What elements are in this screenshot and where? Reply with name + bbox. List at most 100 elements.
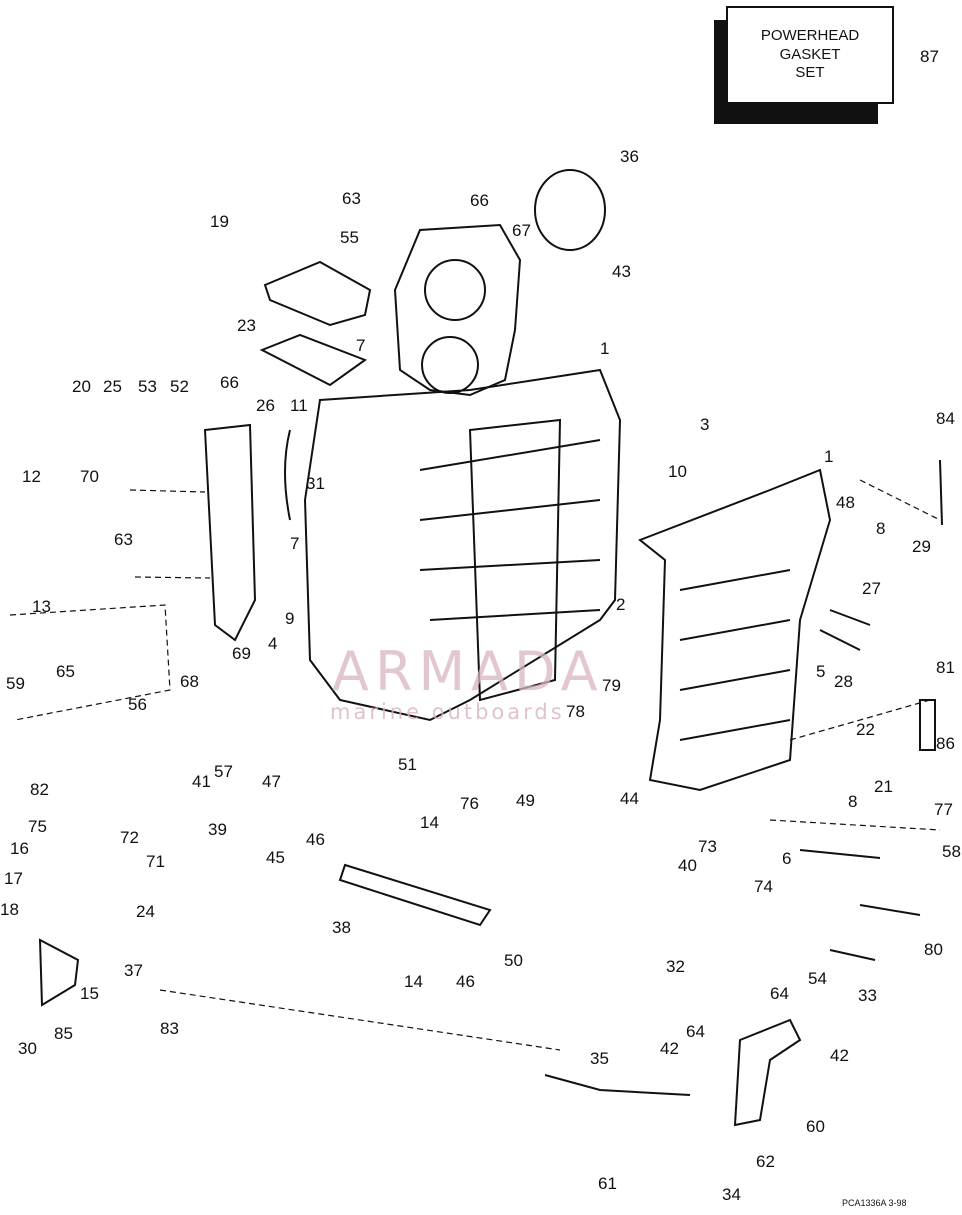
callout-82: 82 (30, 780, 49, 799)
callout-58: 58 (942, 842, 961, 861)
cover-plate-part (263, 260, 372, 327)
callout-49: 49 (516, 791, 535, 810)
watermark-brand: ARMADA (332, 640, 604, 703)
bracket-part (38, 938, 80, 1007)
callout-60: 60 (806, 1117, 825, 1136)
callout-73: 73 (698, 837, 717, 856)
callout-29: 29 (912, 537, 931, 556)
callout-8: 8 (848, 792, 858, 811)
callout-75: 75 (28, 817, 47, 836)
callout-34: 34 (722, 1185, 741, 1204)
callout-66: 66 (220, 373, 239, 392)
callout-7: 7 (290, 534, 300, 553)
callout-83: 83 (160, 1019, 179, 1038)
callout-64: 64 (770, 984, 789, 1003)
callout-57: 57 (214, 762, 233, 781)
callout-72: 72 (120, 828, 139, 847)
callout-38: 38 (332, 918, 351, 937)
callout-21: 21 (874, 777, 893, 796)
callout-70: 70 (80, 467, 99, 486)
callout-80: 80 (924, 940, 943, 959)
callout-78: 78 (566, 702, 585, 721)
cylinder-block-part (303, 368, 622, 722)
callout-51: 51 (398, 755, 417, 774)
callout-86: 86 (936, 734, 955, 753)
callout-1: 1 (824, 447, 834, 466)
gasket-part (259, 333, 368, 387)
callout-56: 56 (128, 695, 147, 714)
callout-4: 4 (268, 634, 278, 653)
callout-59: 59 (6, 674, 25, 693)
callout-52: 52 (170, 377, 189, 396)
callout-47: 47 (262, 772, 281, 791)
callout-69: 69 (232, 644, 251, 663)
watermark-tagline: marine outboards (330, 700, 565, 724)
cylinder-head-part (393, 223, 522, 397)
callout-14: 14 (404, 972, 423, 991)
callout-50: 50 (504, 951, 523, 970)
callout-79: 79 (602, 676, 621, 695)
callout-5: 5 (816, 662, 826, 681)
powerhead-gasket-set-box: POWERHEAD GASKET SET (726, 6, 894, 104)
callout-11: 11 (290, 396, 308, 415)
callout-17: 17 (4, 869, 23, 888)
callout-27: 27 (862, 579, 881, 598)
callout-22: 22 (856, 720, 875, 739)
callout-65: 65 (56, 662, 75, 681)
callout-41: 41 (192, 772, 211, 791)
callout-68: 68 (180, 672, 199, 691)
callout-64: 64 (686, 1022, 705, 1041)
o-ring-part (534, 169, 606, 251)
gasket-line-2: GASKET (779, 45, 841, 63)
callout-25: 25 (103, 377, 122, 396)
callout-15: 15 (80, 984, 99, 1003)
callout-66: 66 (470, 191, 489, 210)
callout-62: 62 (756, 1152, 775, 1171)
callout-1: 1 (600, 339, 610, 358)
lever-part (733, 1018, 802, 1127)
callout-48: 48 (836, 493, 855, 512)
callout-46: 46 (306, 830, 325, 849)
callout-63: 63 (342, 189, 361, 208)
callout-84: 84 (936, 409, 955, 428)
callout-20: 20 (72, 377, 91, 396)
callout-23: 23 (237, 316, 256, 335)
callout-63: 63 (114, 530, 133, 549)
callout-35: 35 (590, 1049, 609, 1068)
throttle-linkage-part (338, 863, 492, 927)
callout-45: 45 (266, 848, 285, 867)
callout-43: 43 (612, 262, 631, 281)
gasket-set-ref: 87 (920, 47, 939, 66)
callout-67: 67 (512, 221, 531, 240)
callout-28: 28 (834, 672, 853, 691)
callout-13: 13 (32, 597, 51, 616)
callout-42: 42 (660, 1039, 679, 1058)
callout-55: 55 (340, 228, 359, 247)
callout-31: 31 (306, 474, 325, 493)
callout-7: 7 (356, 336, 366, 355)
callout-8: 8 (876, 519, 886, 538)
hose-part (939, 459, 943, 526)
callout-46: 46 (456, 972, 475, 991)
callout-44: 44 (620, 789, 639, 808)
callout-12: 12 (22, 467, 41, 486)
callout-6: 6 (782, 849, 792, 868)
callout-32: 32 (666, 957, 685, 976)
callout-10: 10 (668, 462, 687, 481)
callout-36: 36 (620, 147, 639, 166)
callout-77: 77 (934, 800, 953, 819)
callout-2: 2 (616, 595, 626, 614)
callout-85: 85 (54, 1024, 73, 1043)
callout-33: 33 (858, 986, 877, 1005)
callout-39: 39 (208, 820, 227, 839)
callout-26: 26 (256, 396, 275, 415)
callout-19: 19 (210, 212, 229, 231)
callout-18: 18 (0, 900, 19, 919)
hose-part (284, 429, 291, 521)
callout-74: 74 (754, 877, 773, 896)
drawing-code: PCA1336A 3-98 (842, 1198, 907, 1208)
exhaust-cover-part (203, 423, 257, 642)
gasket-line-1: POWERHEAD (760, 26, 860, 44)
callout-9: 9 (285, 609, 295, 628)
callout-71: 71 (146, 852, 165, 871)
